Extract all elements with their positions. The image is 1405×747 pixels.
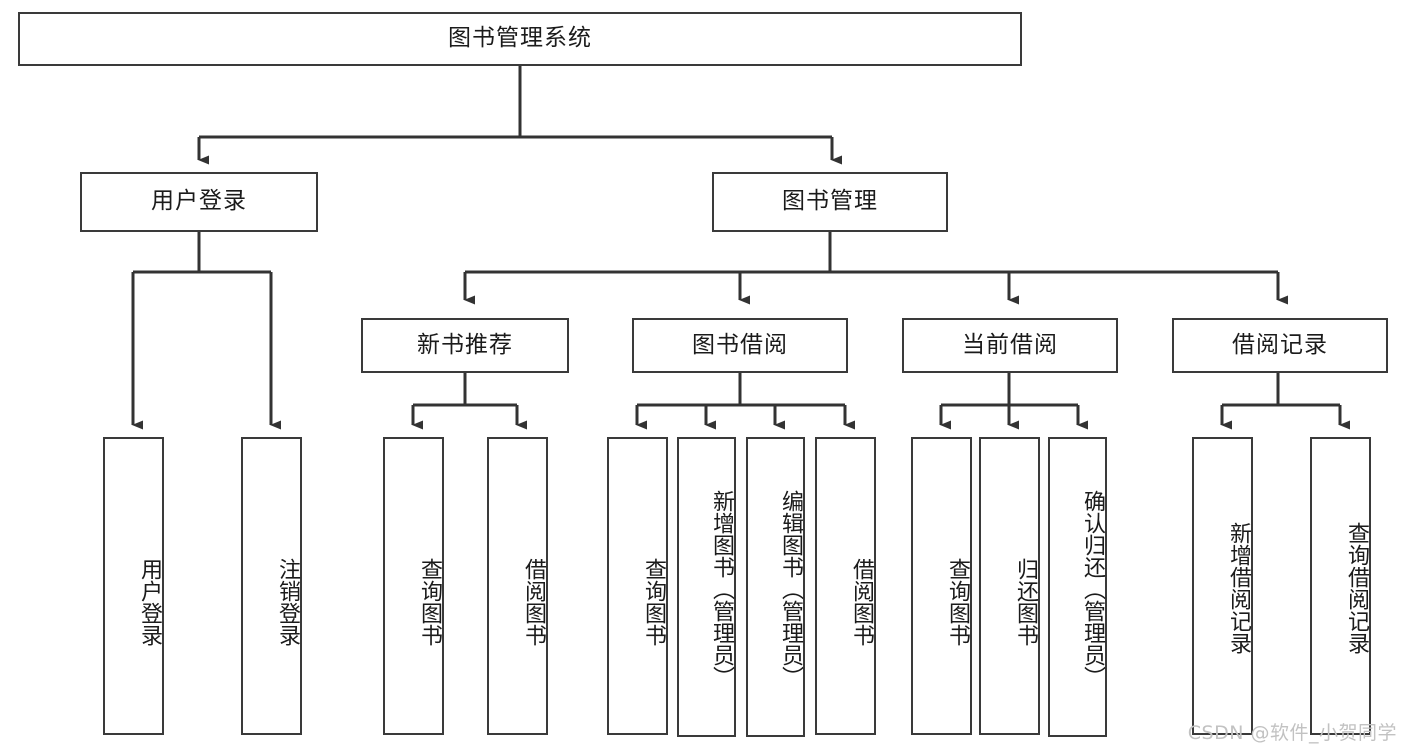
node-new-book-recommend[interactable]: 新书推荐 — [361, 318, 569, 373]
leaf-return-book-label: 归还图书 — [1013, 558, 1038, 646]
leaf-query-book-borrow[interactable]: 查询图书 — [607, 437, 668, 735]
csdn-watermark: CSDN @软件_小贺同学 — [1187, 722, 1397, 744]
node-new-book-recommend-label: 新书推荐 — [417, 331, 513, 358]
leaf-query-book-current-label: 查询图书 — [945, 558, 970, 646]
leaf-borrow-book-borrow[interactable]: 借阅图书 — [815, 437, 876, 735]
leaf-query-book-recommend-label: 查询图书 — [417, 558, 442, 646]
node-current-borrow-label: 当前借阅 — [962, 331, 1058, 358]
leaf-query-book-recommend[interactable]: 查询图书 — [383, 437, 444, 735]
leaf-user-login[interactable]: 用户登录 — [103, 437, 164, 735]
leaf-edit-book[interactable]: 编辑图书（管理员） — [746, 437, 805, 737]
leaf-return-book[interactable]: 归还图书 — [979, 437, 1040, 735]
leaf-confirm-return-label: 确认归还（管理员） — [1080, 490, 1105, 688]
leaf-query-book-current[interactable]: 查询图书 — [911, 437, 972, 735]
leaf-logout-login-label: 注销登录 — [275, 558, 300, 646]
leaf-borrow-book-recommend-label: 借阅图书 — [521, 558, 546, 646]
leaf-borrow-book-borrow-label: 借阅图书 — [849, 558, 874, 646]
node-current-borrow[interactable]: 当前借阅 — [902, 318, 1118, 373]
leaf-add-book[interactable]: 新增图书（管理员） — [677, 437, 736, 737]
node-book-manage-label: 图书管理 — [782, 188, 878, 215]
node-book-borrow[interactable]: 图书借阅 — [632, 318, 848, 373]
leaf-logout-login[interactable]: 注销登录 — [241, 437, 302, 735]
leaf-borrow-book-recommend[interactable]: 借阅图书 — [487, 437, 548, 735]
leaf-query-book-borrow-label: 查询图书 — [641, 558, 666, 646]
leaf-query-borrow-record-label: 查询借阅记录 — [1344, 522, 1369, 654]
node-root-label: 图书管理系统 — [448, 25, 592, 52]
node-root[interactable]: 图书管理系统 — [18, 12, 1022, 66]
leaf-user-login-label: 用户登录 — [137, 558, 162, 646]
leaf-query-borrow-record[interactable]: 查询借阅记录 — [1310, 437, 1371, 735]
leaf-edit-book-label: 编辑图书（管理员） — [778, 490, 803, 688]
node-book-borrow-label: 图书借阅 — [692, 331, 788, 358]
leaf-add-book-label: 新增图书（管理员） — [709, 490, 734, 688]
leaf-add-borrow-record-label: 新增借阅记录 — [1226, 522, 1251, 654]
leaf-confirm-return[interactable]: 确认归还（管理员） — [1048, 437, 1107, 737]
node-user-login-label: 用户登录 — [151, 188, 247, 215]
leaf-add-borrow-record[interactable]: 新增借阅记录 — [1192, 437, 1253, 735]
node-book-manage[interactable]: 图书管理 — [712, 172, 948, 232]
node-borrow-record[interactable]: 借阅记录 — [1172, 318, 1388, 373]
node-user-login[interactable]: 用户登录 — [80, 172, 318, 232]
node-borrow-record-label: 借阅记录 — [1232, 331, 1328, 358]
